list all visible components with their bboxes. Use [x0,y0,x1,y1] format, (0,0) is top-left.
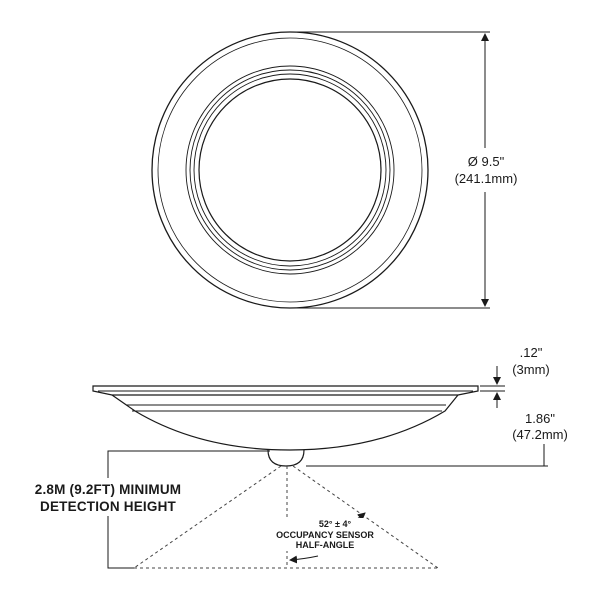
half-angle-value: 52° ± 4° [319,519,352,529]
half-angle-label-line1: OCCUPANCY SENSOR [276,530,374,540]
top-view [151,31,429,309]
cone-right-edge [292,465,439,569]
bowl-body [111,394,459,451]
rim-thickness-label: .12" [520,345,543,360]
detection-height-label-line1: 2.8M (9.2FT) MINIMUM [35,482,182,497]
half-angle-label-line2: HALF-ANGLE [296,540,355,550]
half-angle-annotation: 52° ± 4° OCCUPANCY SENSOR HALF-ANGLE [276,512,374,564]
lens-inner-ring [193,73,387,267]
sensor-dome [267,449,305,467]
body-height-label: 1.86" [525,411,555,426]
lens-mid-ring [189,69,391,271]
side-view [92,385,479,467]
rim-thickness-metric-label: (3mm) [512,362,550,377]
lens-outer-ring [185,65,395,275]
detection-height-label-line2: DETECTION HEIGHT [40,499,177,514]
body-height-dimension: 1.86" (47.2mm) [306,411,568,467]
inner-rim-circle [157,37,423,303]
outer-rim-circle [151,31,429,309]
detection-height-dimension: 2.8M (9.2FT) MINIMUM DETECTION HEIGHT [35,450,270,569]
rim-thickness-dimension: .12" (3mm) [480,345,550,408]
label-mask [40,478,180,516]
lens-face [198,78,382,262]
body-height-metric-label: (47.2mm) [512,427,568,442]
diameter-label: Ø 9.5" [468,154,505,169]
angle-label-mask [286,518,364,551]
angle-arc-lower [289,555,319,564]
diameter-dimension: Ø 9.5" (241.1mm) [290,31,518,309]
diameter-metric-label: (241.1mm) [455,171,518,186]
